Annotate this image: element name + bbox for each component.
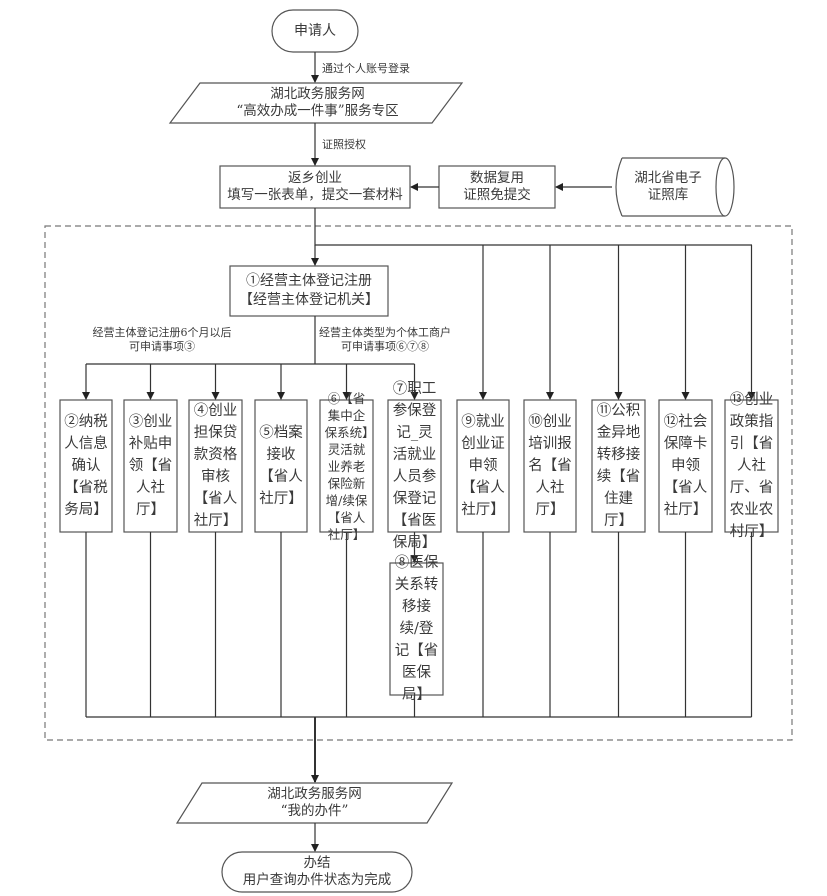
note-left-line2: 可申请事项③ xyxy=(129,340,195,353)
step-9-node: ⑨就业创业证申领【省人社厅】 xyxy=(457,400,509,532)
portal-node: 湖北政务服务网 “高效办成一件事”服务专区 xyxy=(190,83,445,123)
cylinder-end xyxy=(715,157,735,217)
step-12-text: ⑫社会保障卡申领【省人社厅】 xyxy=(663,414,708,518)
data-reuse-node: 数据复用 证照免提交 xyxy=(439,166,555,208)
step-7-text: ⑦职工参保登记_灵活就业人员参保登记【省医保局】 xyxy=(392,381,437,551)
note-left-line1: 经营主体登记注册6个月以后 xyxy=(92,326,232,339)
note-right: 经营主体类型为个体工商户 可申请事项⑥⑦⑧ xyxy=(315,326,455,354)
step-12-node: ⑫社会保障卡申领【省人社厅】 xyxy=(659,400,712,532)
step-13-node: ⑬创业政策指引【省人社厅、省农业农村厅】 xyxy=(725,392,778,540)
note-right-line1: 经营主体类型为个体工商户 xyxy=(319,326,451,339)
step-8-text: ⑧医保关系转移接续/登记【省医保局】 xyxy=(394,555,439,703)
step-2-node: ②纳税人信息确认【省税务局】 xyxy=(60,400,112,532)
step1-line1: ①经营主体登记注册 xyxy=(246,273,372,289)
end-terminal-shape xyxy=(221,851,413,893)
step-3-node: ③创业补贴申领【省人社厅】 xyxy=(124,400,177,532)
step-11-text: ⑪公积金异地转移接续【省住建厅】 xyxy=(596,403,641,529)
step-9-text: ⑨就业创业证申领【省人社厅】 xyxy=(461,414,505,518)
step-2-text: ②纳税人信息确认【省税务局】 xyxy=(64,414,108,518)
end-line1: 办结 xyxy=(303,855,331,871)
my-office-node: 湖北政务服务网 “我的办件” xyxy=(192,783,437,823)
step-4-node: ④创业担保贷款资格审核【省人社厅】 xyxy=(189,400,242,532)
my-office-line1: 湖北政务服务网 xyxy=(267,786,362,802)
step-8-box xyxy=(389,562,444,696)
step-10-node: ⑩创业培训报名【省人社厅】 xyxy=(524,400,576,532)
edge-label-login: 通过个人账号登录 xyxy=(322,62,410,75)
certificate-library-node: 湖北省电子 证照库 xyxy=(612,158,724,216)
my-office-line2: “我的办件” xyxy=(280,803,349,819)
form-node: 返乡创业 填写一张表单，提交一套材料 xyxy=(220,166,410,208)
edge-step1-to-subbranch xyxy=(86,316,415,365)
step-13-text: ⑬创业政策指引【省人社厅、省农业农村厅】 xyxy=(729,392,774,540)
start-terminal: 申请人 xyxy=(272,10,358,52)
portal-line1: 湖北政务服务网 xyxy=(270,86,365,102)
form-line2: 填写一张表单，提交一套材料 xyxy=(227,187,403,203)
form-line1: 返乡创业 xyxy=(288,170,342,186)
edge-label-auth: 证照授权 xyxy=(322,138,366,151)
step-4-text: ④创业担保贷款资格审核【省人社厅】 xyxy=(193,403,238,529)
step-7-node: ⑦职工参保登记_灵活就业人员参保登记【省医保局】 xyxy=(388,381,441,551)
note-left: 经营主体登记注册6个月以后 可申请事项③ xyxy=(82,326,242,354)
step-1-node: ①经营主体登记注册 【经营主体登记机关】 xyxy=(230,266,388,316)
step-6-node: ⑥【省集中企保系统】灵活就业养老保险新增/续保【省人社厅】 xyxy=(320,391,373,542)
end-terminal: 办结 用户查询办件状态为完成 xyxy=(222,852,412,892)
parallel-group-dashed-box xyxy=(44,225,793,741)
step1-line2: 【经营主体登记机关】 xyxy=(239,292,379,308)
library-line1: 湖北省电子 xyxy=(634,170,702,186)
note-right-line2: 可申请事项⑥⑦⑧ xyxy=(341,340,429,353)
my-office-parallelogram xyxy=(175,782,454,824)
reuse-line2: 证照免提交 xyxy=(463,187,531,203)
reuse-line1: 数据复用 xyxy=(470,170,524,186)
portal-line2: “高效办成一件事”服务专区 xyxy=(236,103,399,119)
step-10-text: ⑩创业培训报名【省人社厅】 xyxy=(528,414,572,518)
portal-parallelogram xyxy=(168,82,464,124)
step-5-node: ⑤档案接收【省人社厅】 xyxy=(255,400,307,532)
start-label: 申请人 xyxy=(294,22,336,39)
step-6-text: ⑥【省集中企保系统】灵活就业养老保险新增/续保【省人社厅】 xyxy=(324,390,369,542)
step-11-node: ⑪公积金异地转移接续【省住建厅】 xyxy=(592,400,645,532)
step-8-node: ⑧医保关系转移接续/登记【省医保局】 xyxy=(390,555,443,703)
library-line2: 证照库 xyxy=(647,187,689,203)
step-3-text: ③创业补贴申领【省人社厅】 xyxy=(128,414,173,518)
step-5-text: ⑤档案接收【省人社厅】 xyxy=(259,425,303,507)
cylinder-body xyxy=(615,157,725,217)
step-1-box xyxy=(229,265,389,317)
end-line2: 用户查询办件状态为完成 xyxy=(242,872,392,888)
